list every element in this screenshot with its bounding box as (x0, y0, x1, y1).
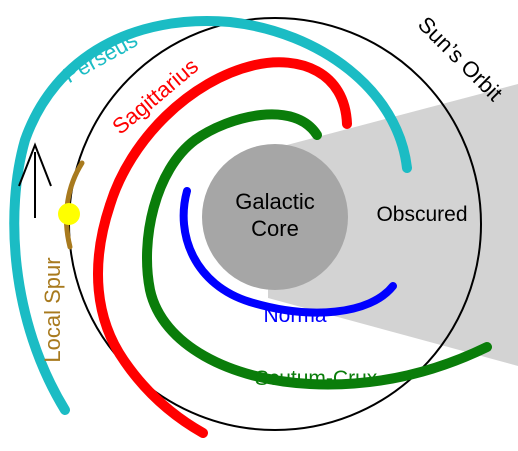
norma-label: Norma (263, 304, 326, 327)
galactic-core (202, 144, 348, 290)
local-spur-label: Local Spur (40, 257, 65, 362)
direction-arrow-icon (18, 142, 52, 218)
galactic-core-label-line1: Galactic (235, 189, 314, 214)
perseus-arm (9, 16, 412, 415)
obscured-label: Obscured (376, 203, 467, 226)
obscured-region (268, 84, 518, 366)
scutum-crux-arm (142, 109, 492, 390)
scutum-crux-label: Scutum-Crux (255, 367, 378, 390)
galactic-core-label-line2: Core (251, 216, 299, 241)
suns-orbit-label: Sun’s Orbit (413, 12, 507, 106)
sagittarius-arm (93, 57, 352, 438)
sun-dot-icon (58, 203, 80, 225)
norma-arm (179, 187, 397, 317)
local-spur-arm (63, 160, 85, 250)
